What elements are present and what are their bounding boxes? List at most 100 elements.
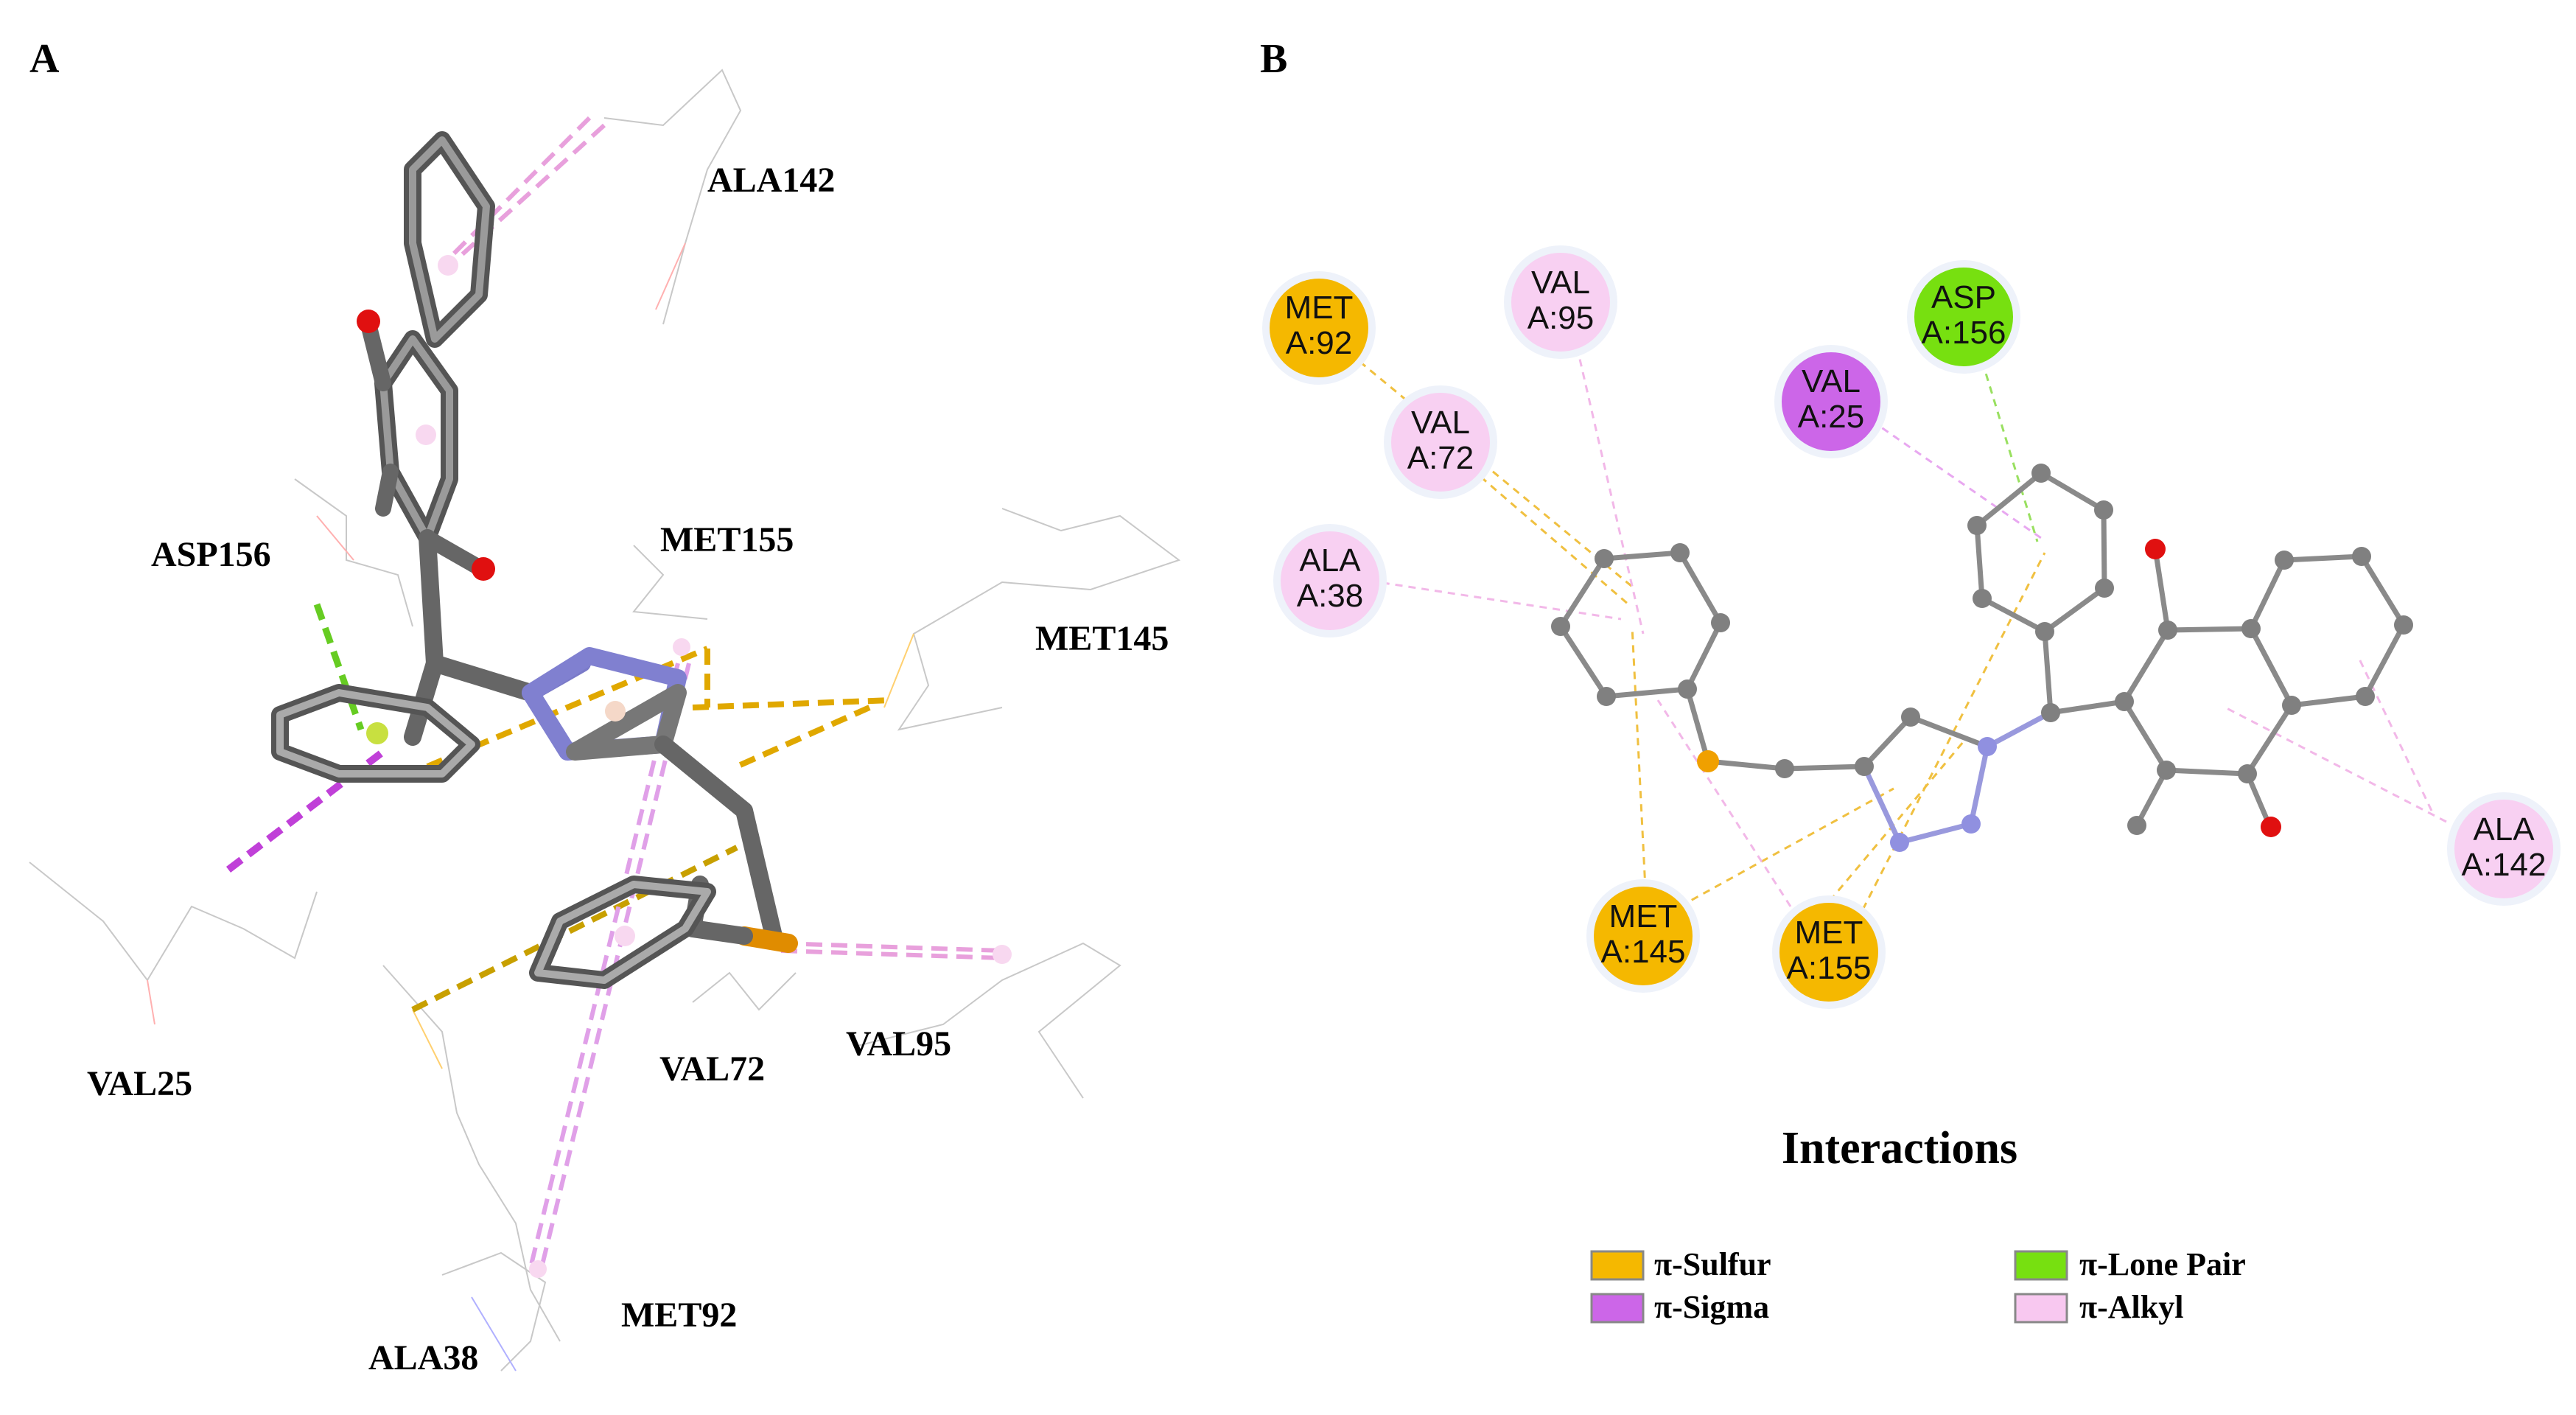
bond-methyl	[2134, 767, 2169, 828]
legend-label-pi-alkyl: π-Alkyl	[2079, 1289, 2183, 1325]
node-asp156-line1: ASP	[1931, 279, 1996, 315]
atom-c	[2394, 615, 2413, 635]
atom-c	[2094, 500, 2113, 520]
naphtho-ring-top-hl	[409, 136, 490, 343]
centroid-thiophenyl	[615, 926, 635, 946]
label-met155-3d: MET155	[660, 520, 794, 559]
node-val25-line1: VAL	[1802, 363, 1861, 399]
wire-met92	[382, 965, 561, 1342]
carbonyl-top	[360, 316, 391, 391]
node-met145-line2: A:145	[1601, 934, 1686, 970]
legend-swatch-pi-lone-pair	[2014, 1250, 2068, 1281]
phenyl-top-2d	[1974, 469, 2107, 635]
atom-c	[1670, 543, 1690, 562]
line-val95	[1575, 346, 1645, 635]
node-val72: VAL A:72	[1384, 385, 1497, 499]
node-ala142-line1: ALA	[2473, 811, 2535, 848]
bond-n1-ch	[1984, 710, 2054, 750]
legend-swatch-pi-sigma	[1590, 1293, 1645, 1324]
line-met145-a	[1631, 626, 1648, 918]
line-asp156	[1981, 360, 2039, 542]
atom-c	[1901, 708, 1920, 727]
atom-c	[2035, 622, 2054, 641]
panel-a: A	[29, 36, 1181, 1377]
line-ala142-b	[2356, 655, 2433, 811]
atom-c	[1855, 757, 1874, 776]
centroid-phenyl	[366, 722, 388, 744]
bond-co-top	[2152, 546, 2171, 633]
atom-c	[2238, 764, 2257, 783]
node-val25: VAL A:25	[1774, 345, 1888, 458]
node-met92: MET A:92	[1262, 271, 1376, 385]
bond-s-ch2	[1705, 758, 1788, 772]
atom-c	[2115, 692, 2134, 711]
node-met145-line1: MET	[1609, 898, 1678, 934]
ligand-3d	[271, 131, 798, 989]
node-met155: MET A:155	[1772, 895, 1886, 1009]
ligand-2d-atoms	[1551, 464, 2413, 852]
centroid-top	[438, 255, 458, 276]
atom-n	[1978, 737, 1997, 756]
label-met145-3d: MET145	[1035, 619, 1169, 658]
atoms-3d	[357, 255, 1012, 1278]
node-val72-line2: A:72	[1407, 440, 1474, 476]
wire-asp156-o	[316, 515, 354, 561]
pi-alkyl-ala142-a	[440, 123, 606, 275]
oxygen-top-3d	[357, 310, 380, 333]
legend-swatch-pi-sulfur	[1590, 1250, 1645, 1281]
atom-c	[1551, 617, 1570, 636]
atom-c	[2282, 696, 2301, 715]
triazole-n-bonds	[1861, 744, 1990, 846]
legend-swatch-pi-alkyl	[2014, 1293, 2068, 1324]
thiophenyl-ring-3d-hl	[534, 881, 711, 984]
wire-val72	[692, 971, 797, 1011]
node-asp156-line2: A:156	[1922, 315, 2006, 351]
atom-c	[2275, 551, 2294, 570]
benzo-ring-2d	[2248, 553, 2407, 708]
node-met155-line1: MET	[1795, 915, 1863, 951]
bond-ph-s	[1684, 686, 1711, 764]
methyl-stick	[375, 464, 399, 517]
centroid-mid	[416, 424, 436, 445]
node-ala142-line2: A:142	[2462, 847, 2547, 883]
pi-alkyl-ala38-a	[528, 663, 680, 1268]
centroid-triazole	[605, 701, 626, 722]
node-met92-line1: MET	[1285, 290, 1354, 326]
node-val25-line2: A:25	[1798, 399, 1865, 435]
triazole-c-bonds	[1861, 713, 1990, 769]
label-asp156-3d: ASP156	[151, 535, 271, 574]
pi-alkyl-ala142-b	[447, 116, 592, 260]
atom-c	[1678, 679, 1697, 699]
legend: Interactions π-Sulfur π-Lone Pair π-Sigm…	[1590, 1123, 2246, 1325]
residue-nodes: MET A:92 VAL A:95 ASP A:156 VAL A:25 VAL	[1262, 245, 2561, 1009]
pi-alkyl-val95-b	[780, 941, 1003, 953]
phenyl-ring-3d-hl	[276, 689, 475, 778]
ch2-chain	[654, 736, 783, 945]
atom-c	[1711, 613, 1730, 632]
line-met155-c	[1656, 699, 1792, 907]
node-val95-line1: VAL	[1531, 265, 1590, 301]
atom-c	[1597, 687, 1616, 706]
centroid-val95	[993, 945, 1012, 964]
legend-label-pi-sigma: π-Sigma	[1654, 1289, 1769, 1325]
wire-met92-s	[412, 1009, 443, 1069]
wire-val25	[29, 862, 318, 982]
node-ala38: ALA A:38	[1273, 524, 1387, 637]
label-ala142-3d: ALA142	[707, 161, 835, 200]
quinone-ring-2d	[2121, 626, 2295, 777]
atom-s	[1697, 750, 1719, 772]
naphtho-ring-top	[404, 131, 495, 348]
pi-sulfur-met92	[411, 845, 738, 1013]
atom-c	[2095, 579, 2114, 598]
atom-c	[2241, 619, 2261, 638]
node-ala38-line2: A:38	[1297, 578, 1364, 614]
residue-labels-3d: ALA142 ASP156 MET155 MET145 VAL25 VAL72 …	[87, 161, 1169, 1377]
wire-ala38-n	[471, 1296, 517, 1372]
panel-b-letter: B	[1260, 36, 1287, 82]
atom-c	[2041, 703, 2060, 722]
wire-val25-o	[147, 979, 155, 1025]
panel-b: B	[1260, 36, 2561, 1325]
legend-label-pi-sulfur: π-Sulfur	[1654, 1246, 1771, 1282]
pi-alkyl-val95-a	[780, 948, 1003, 960]
